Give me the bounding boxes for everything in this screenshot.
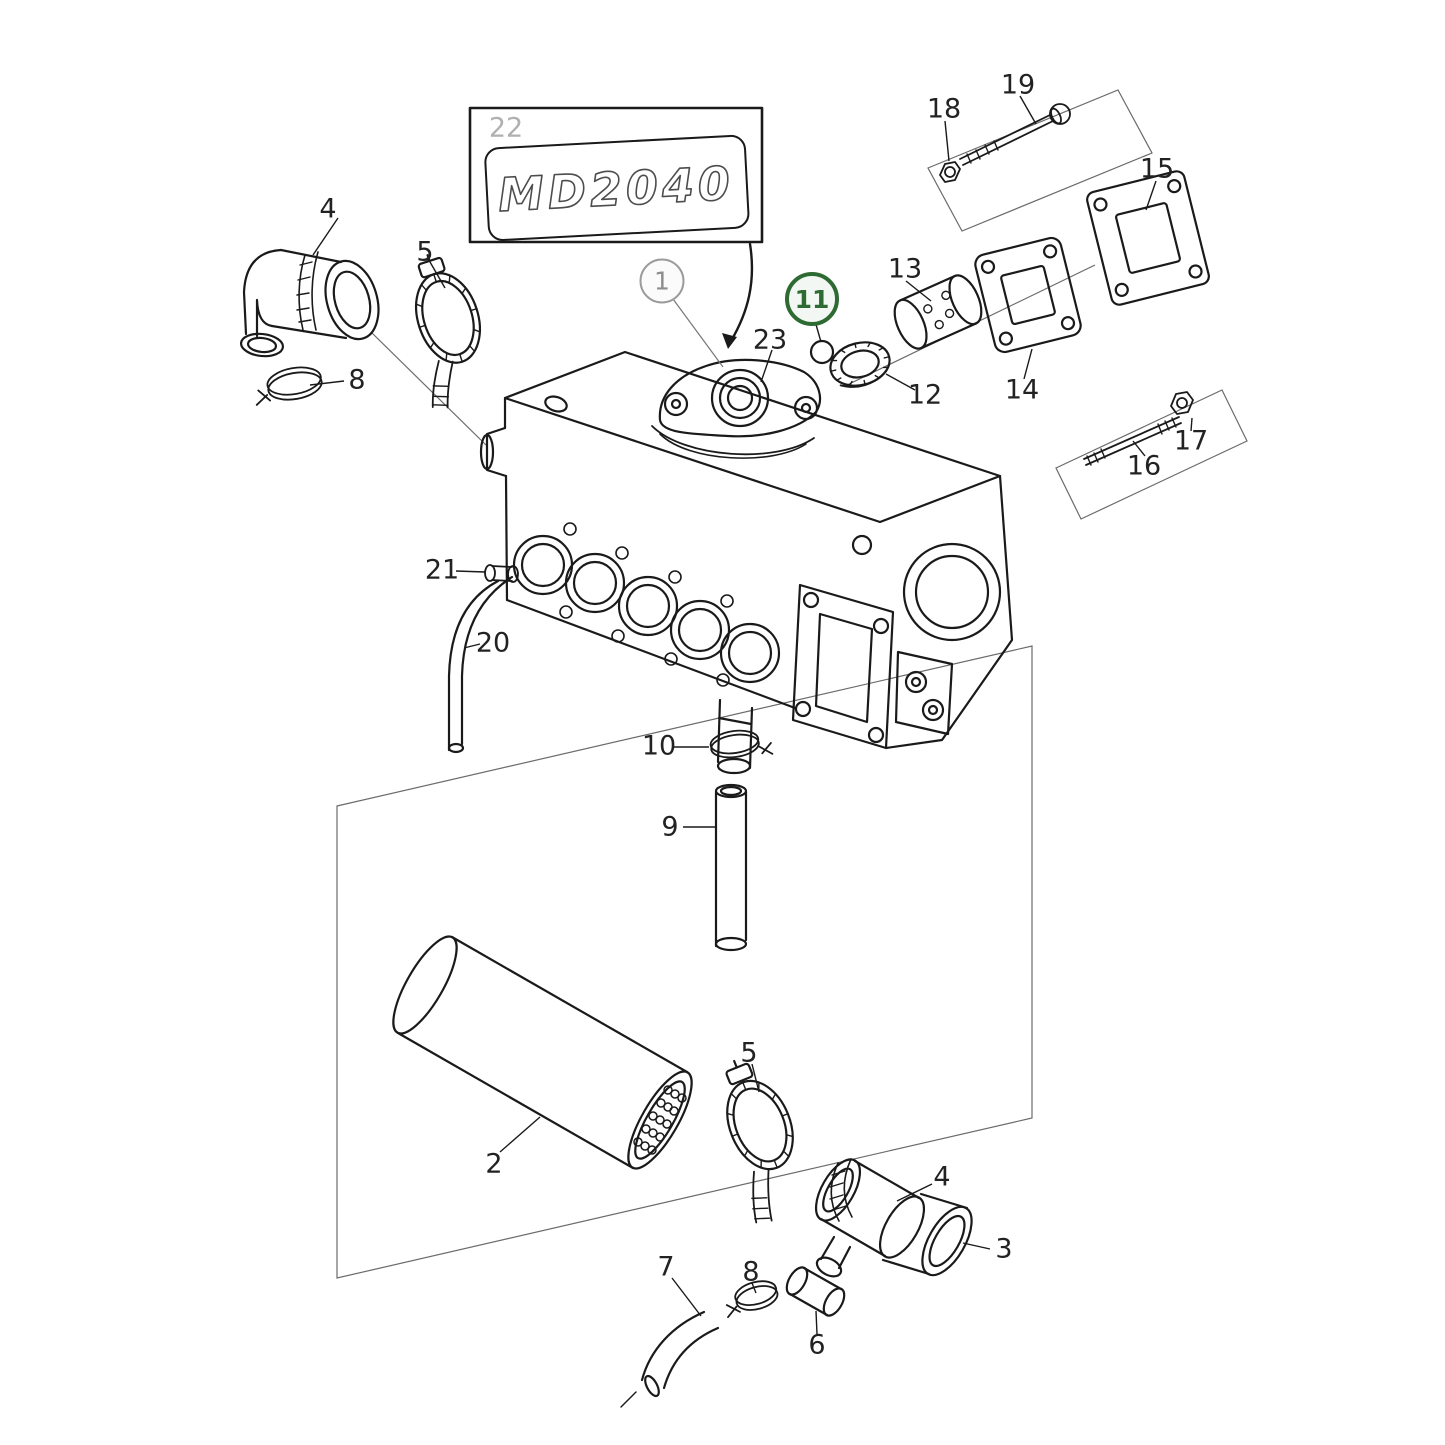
manifold-body-part1	[479, 350, 1014, 775]
pipe-part6	[785, 1266, 846, 1317]
part-label-22[interactable]: 22	[488, 112, 524, 144]
nut-part18	[939, 161, 961, 183]
drain-spout	[716, 698, 754, 775]
gasket-part14	[974, 236, 1082, 354]
hose-part20	[447, 575, 514, 754]
part-label-21[interactable]: 21	[424, 554, 460, 586]
sleeve-part13	[893, 274, 983, 350]
model-badge: MD2040	[468, 106, 764, 349]
part-label-18[interactable]: 18	[926, 93, 962, 125]
part-label-7[interactable]: 7	[657, 1251, 675, 1283]
part-label-14[interactable]: 14	[1004, 374, 1040, 406]
part-label-5[interactable]: 5	[740, 1037, 758, 1069]
pressure-cap-part12	[829, 341, 891, 388]
part-label-6[interactable]: 6	[808, 1329, 826, 1361]
leader-lines	[309, 95, 1193, 1335]
part-label-3[interactable]: 3	[995, 1233, 1013, 1265]
wire-clamp-part10	[709, 729, 774, 759]
part-label-5[interactable]: 5	[416, 236, 434, 268]
manifold-outlet	[902, 542, 1002, 642]
hose-part4-bottom	[814, 1158, 926, 1278]
model-badge-text: MD2040	[497, 156, 736, 222]
part-label-19[interactable]: 19	[1000, 69, 1036, 101]
hose-elbow-part4	[239, 248, 380, 358]
gasket-part15	[1086, 170, 1210, 306]
manifold-flange	[791, 583, 895, 750]
band-clamp-part5-left	[415, 254, 481, 409]
part-label-9[interactable]: 9	[661, 811, 679, 843]
part-label-4[interactable]: 4	[319, 193, 337, 225]
part-label-1[interactable]: 1	[639, 258, 685, 304]
manifold-bracket	[894, 650, 954, 736]
nut-part17	[1170, 391, 1194, 415]
nipple-part21	[484, 564, 519, 583]
o-ring-part11	[809, 339, 835, 365]
part-label-11[interactable]: 11	[785, 272, 839, 326]
connector-part3	[881, 1192, 973, 1277]
part-label-16[interactable]: 16	[1126, 450, 1162, 482]
stud-part16	[1083, 416, 1182, 466]
part-label-12[interactable]: 12	[907, 379, 943, 411]
silencer-part2	[392, 935, 693, 1170]
part-label-2[interactable]: 2	[485, 1148, 503, 1180]
part-label-8[interactable]: 8	[348, 364, 366, 396]
pipe-part9	[714, 783, 748, 952]
manifold-ports	[512, 522, 781, 687]
part-label-8[interactable]: 8	[742, 1256, 760, 1288]
part-label-20[interactable]: 20	[475, 627, 511, 659]
band-clamp-part5-bottom	[725, 1059, 794, 1224]
badge-arrow	[729, 242, 754, 343]
hose-part7	[620, 1310, 720, 1408]
filler-neck-part23	[651, 358, 822, 459]
part-label-17[interactable]: 17	[1173, 425, 1209, 457]
part-label-15[interactable]: 15	[1139, 153, 1175, 185]
part-label-23[interactable]: 23	[752, 324, 788, 356]
part-label-4[interactable]: 4	[933, 1161, 951, 1193]
part-label-10[interactable]: 10	[641, 730, 677, 762]
part-label-13[interactable]: 13	[887, 253, 923, 285]
wire-clamp-part8-left	[255, 366, 323, 406]
